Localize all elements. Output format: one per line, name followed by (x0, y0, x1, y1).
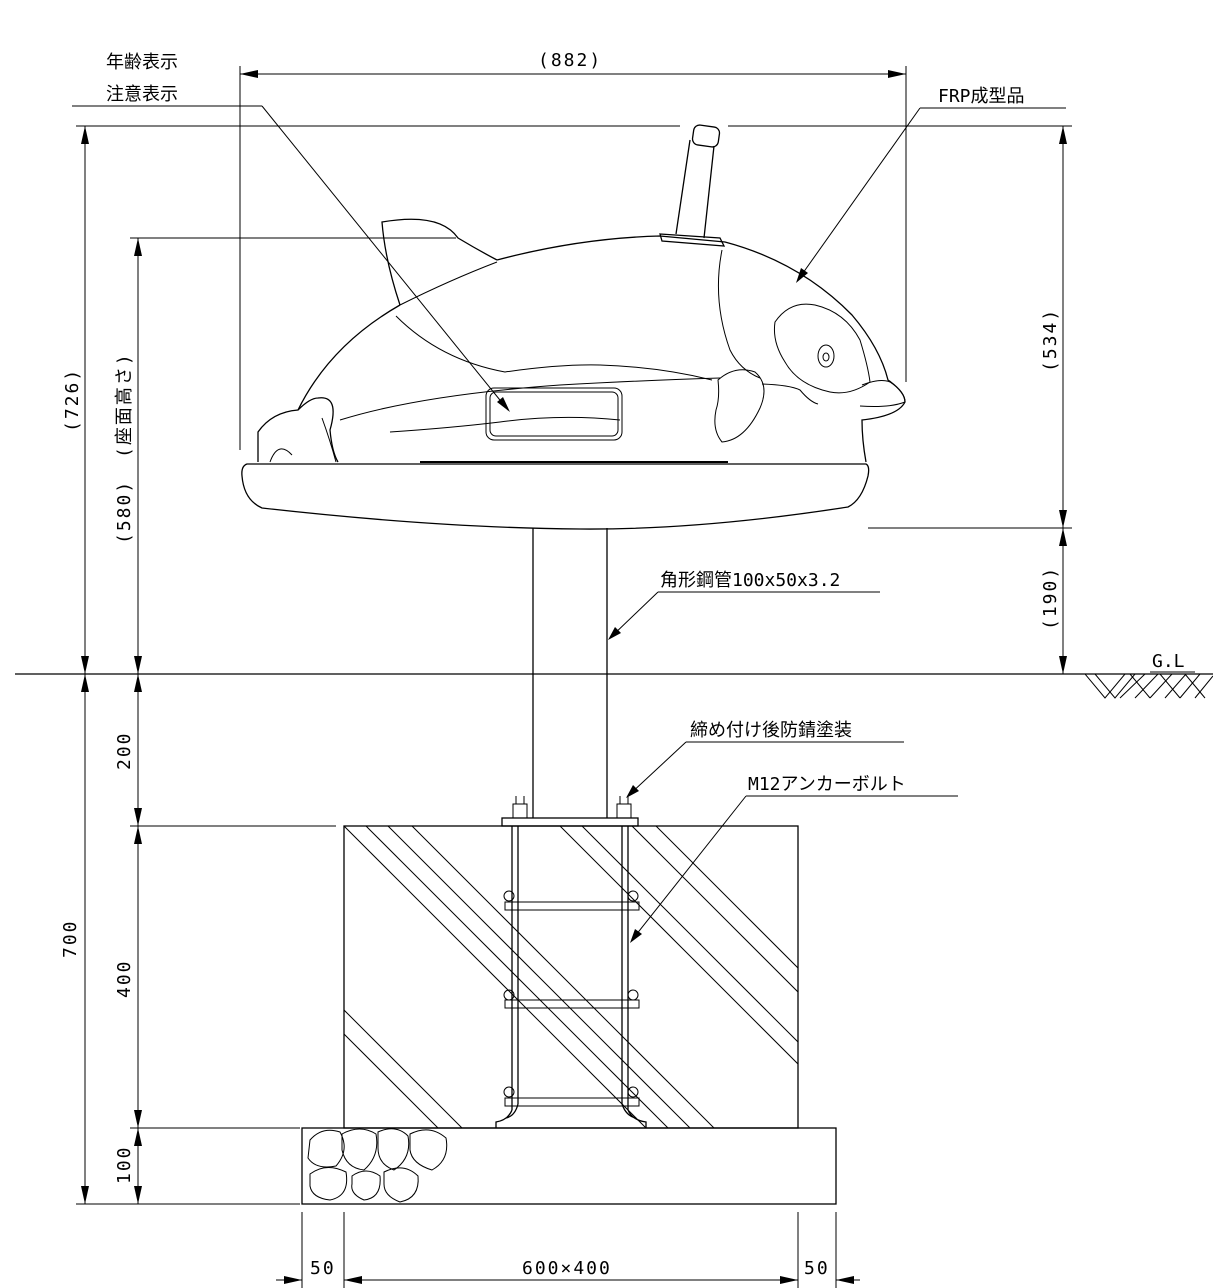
dim-base-size: 600×400 (522, 1258, 612, 1279)
rocker-base (241, 461, 870, 530)
dim-embed-depth: 200 (114, 731, 135, 770)
leader-lines (72, 105, 1066, 943)
dimension-lines (81, 70, 1067, 1284)
caution-display-label: 注意表示 (106, 84, 178, 105)
dolphin-body (257, 124, 906, 463)
steel-post (532, 528, 608, 818)
dim-margin-left: 50 (310, 1258, 336, 1279)
dim-concrete-height: 400 (114, 959, 135, 998)
dim-foundation-depth: 700 (60, 919, 81, 958)
dim-gravel-height: 100 (114, 1145, 135, 1184)
gravel-base (307, 1128, 448, 1203)
extension-lines (76, 66, 1072, 1288)
annotation-labels: 年齢表示 注意表示 FRP成型品 角形鋼管100x50x3.2 締め付け後防錆塗… (106, 52, 1025, 795)
ground-line: G.L (15, 651, 1213, 699)
ground-level-label: G.L (1152, 651, 1185, 672)
dim-body-height: (534) (1040, 308, 1061, 372)
rustproof-label: 締め付け後防錆塗装 (690, 719, 852, 741)
ground-hatch (1085, 674, 1213, 699)
dim-seat-height-note: (座面高さ) (114, 352, 135, 458)
frp-label: FRP成型品 (938, 86, 1025, 107)
dim-post-height: (190) (1040, 566, 1061, 630)
anchor-assembly (495, 796, 647, 1128)
dim-seat-height: (580) (114, 480, 135, 544)
dimension-values: (882) (726) (580) (座面高さ) (534) (190) 200… (60, 50, 1061, 1279)
age-display-label: 年齢表示 (106, 52, 178, 73)
concrete-foundation (301, 825, 837, 1205)
anchor-bolt-label: M12アンカーボルト (748, 774, 906, 795)
dim-margin-right: 50 (804, 1258, 830, 1279)
dim-width-total: (882) (538, 50, 602, 71)
steel-pipe-label: 角形鋼管100x50x3.2 (660, 570, 840, 591)
dim-height-total: (726) (62, 368, 83, 432)
